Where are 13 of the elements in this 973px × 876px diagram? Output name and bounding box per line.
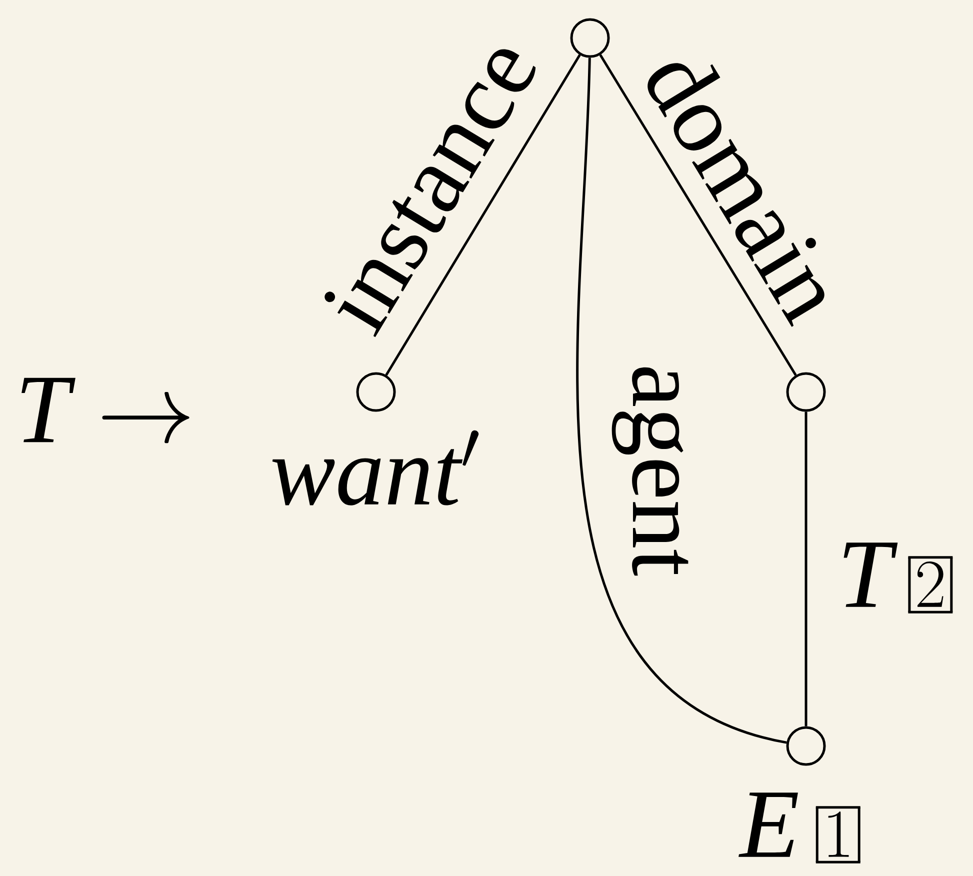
edge-line bbox=[804, 412, 808, 726]
node-circle bbox=[356, 372, 396, 412]
edge-label: agent bbox=[610, 362, 690, 578]
edge-line bbox=[599, 54, 797, 376]
node-circle bbox=[570, 18, 610, 58]
edge-label: $\mathit{T}\,\boxed{\scriptstyle 2}$ bbox=[836, 542, 954, 614]
edge-line bbox=[576, 58, 787, 744]
edge-line bbox=[385, 54, 581, 376]
node-label: $\mathit{want}'$ bbox=[272, 430, 479, 506]
node-label: $\mathit{E}\,\boxed{\scriptstyle 1}$ bbox=[738, 792, 860, 862]
rule-label: $\mathit{T}\rightarrow$ bbox=[22, 378, 190, 444]
node-circle bbox=[786, 372, 826, 412]
node-circle bbox=[786, 726, 826, 766]
